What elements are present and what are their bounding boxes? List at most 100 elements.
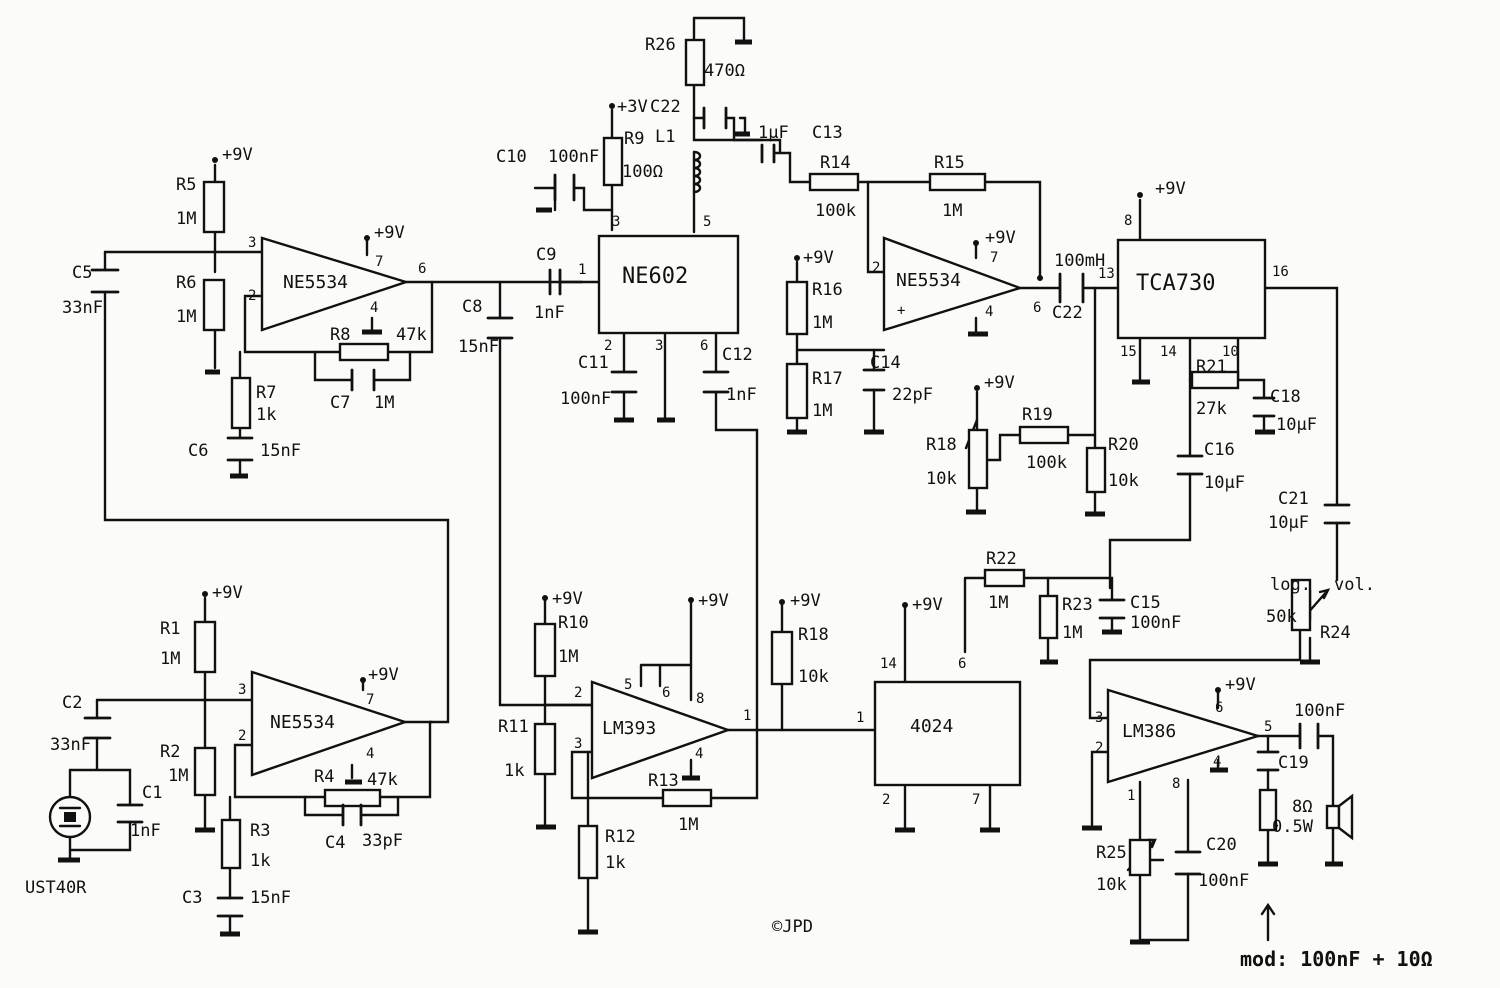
svg-text:1M: 1M [374, 393, 394, 413]
R18 [967, 428, 989, 490]
C20 [1174, 850, 1202, 876]
svg-text:2: 2 [574, 685, 582, 701]
chip-counter-label: 4024 [910, 716, 953, 737]
svg-text:8: 8 [696, 691, 704, 707]
svg-text:6: 6 [1215, 700, 1223, 716]
op-amp-u1 [250, 670, 409, 777]
svg-text:3: 3 [248, 235, 256, 251]
svg-text:R19: R19 [1022, 405, 1053, 425]
C-mod [1256, 750, 1280, 772]
svg-text:R15: R15 [934, 153, 965, 173]
svg-text:14: 14 [1160, 344, 1177, 360]
svg-text:R25: R25 [1096, 843, 1127, 863]
svg-text:+9V: +9V [368, 665, 399, 685]
C22b [702, 106, 728, 130]
svg-text:1k: 1k [605, 853, 625, 873]
svg-text:+9V: +9V [790, 591, 821, 611]
R11 [533, 722, 557, 776]
C4 [341, 803, 363, 827]
mixer-body [597, 234, 740, 335]
C21 [1323, 503, 1351, 525]
svg-text:470Ω: 470Ω [704, 61, 745, 81]
svg-text:100k: 100k [1026, 453, 1067, 473]
svg-text:10µF: 10µF [1204, 473, 1245, 493]
svg-text:1: 1 [743, 708, 751, 724]
R15 [928, 172, 987, 192]
C16 [1176, 454, 1204, 476]
svg-text:100nF: 100nF [548, 147, 599, 167]
svg-text:10: 10 [1222, 344, 1239, 360]
svg-text:8: 8 [1172, 776, 1180, 792]
supply-dots [202, 103, 1221, 693]
svg-text:15nF: 15nF [260, 441, 301, 461]
svg-text:1M: 1M [168, 766, 188, 786]
R13 [661, 788, 713, 808]
svg-text:+9V: +9V [985, 228, 1016, 248]
C13 [760, 143, 776, 164]
svg-text:100nF: 100nF [560, 389, 611, 409]
svg-text:R7: R7 [256, 383, 276, 403]
R12 [577, 824, 599, 880]
svg-text:3: 3 [655, 338, 663, 354]
R25 [1128, 838, 1152, 877]
svg-text:C1: C1 [142, 783, 162, 803]
svg-text:C22: C22 [1052, 303, 1083, 323]
svg-text:3: 3 [238, 682, 246, 698]
L1 [692, 150, 702, 194]
C6 [226, 436, 254, 462]
op-amp-u2 [260, 236, 410, 332]
chip-amp-label: LM386 [1122, 721, 1176, 742]
svg-text:C10: C10 [496, 147, 527, 167]
R24 [1290, 578, 1312, 632]
counter-body [873, 680, 1022, 787]
svg-text:R12: R12 [605, 827, 636, 847]
svg-text:6: 6 [700, 338, 708, 354]
R1 [193, 620, 217, 674]
svg-text:C20: C20 [1206, 835, 1237, 855]
speaker-power: 0.5W [1272, 817, 1314, 837]
svg-text:33nF: 33nF [62, 298, 103, 318]
svg-text:3: 3 [574, 736, 582, 752]
svg-text:2: 2 [248, 288, 256, 304]
svg-text:1k: 1k [250, 851, 270, 871]
chip-agc-label: TCA730 [1136, 271, 1215, 296]
svg-text:+9V: +9V [212, 583, 243, 603]
svg-text:1M: 1M [988, 593, 1008, 613]
svg-text:3: 3 [612, 214, 620, 230]
svg-text:47k: 47k [367, 770, 398, 790]
agc-body [1116, 238, 1267, 340]
svg-text:2: 2 [238, 728, 246, 744]
svg-text:R18: R18 [798, 625, 829, 645]
R9 [602, 136, 624, 187]
C14 [862, 368, 886, 392]
svg-text:6: 6 [1033, 300, 1041, 316]
C5 [90, 268, 120, 294]
svg-text:+: + [897, 303, 905, 319]
svg-text:47k: 47k [396, 325, 427, 345]
svg-text:R1: R1 [160, 619, 180, 639]
C18 [1252, 396, 1276, 418]
svg-text:+9V: +9V [1225, 675, 1256, 695]
svg-text:C15: C15 [1130, 593, 1161, 613]
R22 [983, 568, 1026, 588]
svg-text:5: 5 [1264, 719, 1272, 735]
R19 [1018, 425, 1070, 445]
svg-text:R14: R14 [820, 153, 851, 173]
svg-text:+9V: +9V [912, 595, 943, 615]
svg-text:R23: R23 [1062, 595, 1093, 615]
R7 [230, 376, 252, 430]
svg-text:3: 3 [1095, 710, 1103, 726]
svg-text:C5: C5 [72, 263, 92, 283]
svg-text:10µF: 10µF [1276, 415, 1317, 435]
svg-text:10µF: 10µF [1268, 513, 1309, 533]
svg-text:C21: C21 [1278, 489, 1309, 509]
speaker-icon [1325, 793, 1354, 841]
svg-text:6: 6 [662, 685, 670, 701]
R16 [785, 280, 809, 336]
svg-text:7: 7 [366, 692, 374, 708]
svg-text:R24: R24 [1320, 623, 1351, 643]
svg-text:100nF: 100nF [1294, 701, 1345, 721]
svg-text:R4: R4 [314, 767, 334, 787]
